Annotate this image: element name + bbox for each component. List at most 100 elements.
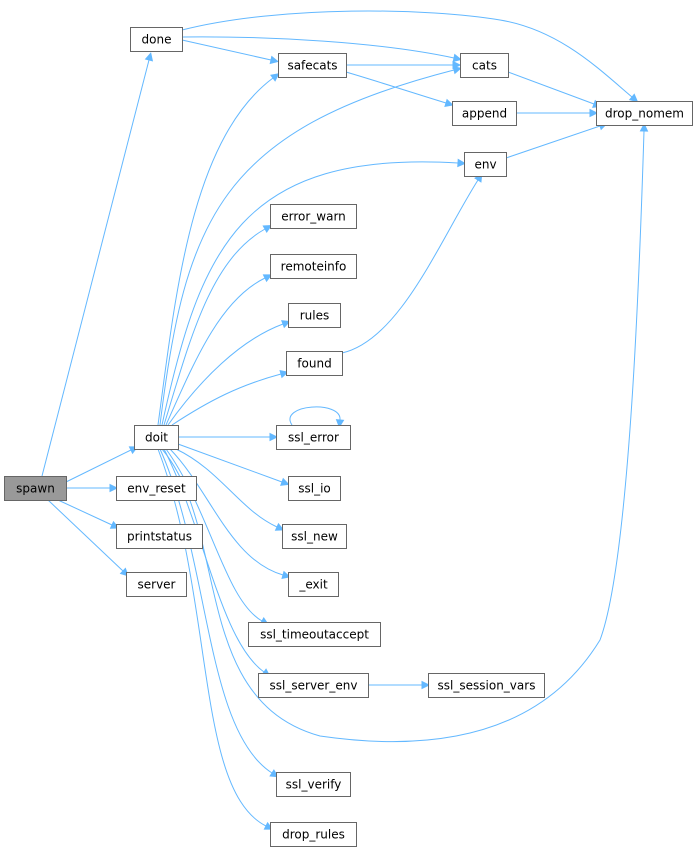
node-spawn[interactable]: spawn: [4, 476, 67, 501]
node-box: [278, 53, 347, 78]
node-safecats[interactable]: safecats: [278, 53, 347, 78]
node-ssl-error[interactable]: ssl_error: [276, 425, 351, 450]
node-box: [288, 303, 341, 328]
edges-layer: [41, 10, 649, 830]
node-box: [130, 27, 183, 52]
node-label: done: [142, 33, 172, 47]
node-ssl-verify[interactable]: ssl_verify: [276, 772, 351, 797]
edge-done-to-cats: [181, 36, 462, 63]
node-ssl-io[interactable]: ssl_io: [288, 476, 341, 501]
node-label: ssl_error: [288, 431, 339, 445]
edge-doit-to-safecats: [157, 73, 280, 426]
edge-doit-to-ssl-error: [178, 432, 279, 442]
node-ssl-server-env[interactable]: ssl_server_env: [258, 673, 369, 698]
node-box: [116, 476, 197, 501]
node-box: [460, 53, 509, 78]
node-box: [258, 673, 369, 698]
edge-doit-to-cats: [159, 65, 462, 426]
node-label: ssl_session_vars: [438, 679, 536, 693]
node-error-warn[interactable]: error_warn: [270, 204, 357, 229]
edge-doit-to-drop-nomem: [161, 122, 649, 743]
node-env[interactable]: env: [464, 152, 507, 177]
node-printstatus[interactable]: printstatus: [116, 524, 203, 549]
node-server[interactable]: server: [126, 572, 187, 597]
edge-safecats-to-cats: [346, 60, 462, 70]
node-label: server: [138, 578, 176, 592]
edge-found-to-env: [341, 173, 483, 354]
node-label: ssl_verify: [286, 778, 342, 792]
node-box: [134, 425, 179, 450]
node-drop-nomem[interactable]: drop_nomem: [596, 101, 693, 126]
edge-spawn-to-printstatus: [57, 499, 120, 529]
edge-doit-to-remoteinfo: [165, 274, 273, 426]
node-label: env: [474, 158, 496, 172]
node-box: [248, 622, 381, 647]
node-ssl-new[interactable]: ssl_new: [282, 524, 347, 549]
node-label: ssl_server_env: [270, 679, 358, 693]
node-box: [596, 101, 693, 126]
node-doit[interactable]: doit: [134, 425, 179, 450]
node-label: printstatus: [127, 530, 192, 544]
node-label: ssl_io: [298, 482, 331, 496]
edge-append-to-drop-nomem: [516, 108, 599, 118]
node-box: [428, 673, 545, 698]
edge-doit-to-env: [161, 158, 467, 426]
node-done[interactable]: done: [130, 27, 183, 52]
node-label: found: [297, 357, 331, 371]
edge-doit-to-error-warn: [163, 225, 273, 426]
node-box: [452, 101, 517, 126]
node-ssl-session-vars[interactable]: ssl_session_vars: [428, 673, 545, 698]
node-box: [286, 351, 343, 376]
node-box: [288, 572, 339, 597]
node-rules[interactable]: rules: [288, 303, 341, 328]
edge-doit-to-ssl-io: [177, 443, 290, 486]
node-box: [126, 572, 187, 597]
node-box: [288, 476, 341, 501]
node-box: [282, 524, 347, 549]
edge-safecats-to-append: [345, 71, 454, 107]
node-box: [116, 524, 203, 549]
node-found[interactable]: found: [286, 351, 343, 376]
node-label: cats: [472, 59, 497, 73]
node-box: [270, 822, 357, 847]
edge-spawn-to-env-reset: [66, 483, 119, 493]
node-label: remoteinfo: [281, 260, 347, 274]
edge-spawn-to-done: [41, 52, 154, 477]
node-box: [4, 476, 67, 501]
node-label: ssl_new: [291, 530, 338, 544]
edge-ssl-error-to-ssl-error: [289, 406, 345, 429]
node-label: _exit: [298, 578, 328, 592]
node-label: ssl_timeoutaccept: [260, 628, 369, 642]
node-box: [276, 772, 351, 797]
node-ssl-timeoutaccept[interactable]: ssl_timeoutaccept: [248, 622, 381, 647]
node-box: [276, 425, 351, 450]
edge-ssl-server-env-to-ssl-session-vars: [368, 680, 431, 690]
edge-done-to-safecats: [181, 39, 279, 65]
node-label: error_warn: [281, 210, 346, 224]
node--exit[interactable]: _exit: [288, 572, 339, 597]
node-label: env_reset: [127, 482, 186, 496]
edge-cats-to-drop-nomem: [507, 71, 602, 108]
node-label: spawn: [16, 482, 55, 496]
node-label: drop_nomem: [605, 107, 684, 121]
node-box: [270, 204, 357, 229]
edge-done-to-drop-nomem: [181, 10, 639, 103]
edge-doit-to-rules: [167, 320, 291, 426]
node-label: rules: [300, 309, 330, 323]
node-cats[interactable]: cats: [460, 53, 509, 78]
edge-doit-to--exit: [169, 448, 291, 580]
node-append[interactable]: append: [452, 101, 517, 126]
node-label: doit: [145, 431, 168, 445]
edge-env-to-drop-nomem: [505, 122, 608, 159]
node-env-reset[interactable]: env_reset: [116, 476, 197, 501]
node-remoteinfo[interactable]: remoteinfo: [270, 254, 357, 279]
node-label: append: [462, 107, 507, 121]
node-box: [270, 254, 357, 279]
edge-doit-to-ssl-new: [175, 448, 285, 531]
node-label: drop_rules: [282, 828, 345, 842]
node-label: safecats: [287, 59, 337, 73]
node-box: [464, 152, 507, 177]
nodes-layer: spawn doit env_reset printstatus server done s…: [4, 27, 693, 847]
node-drop-rules[interactable]: drop_rules: [270, 822, 357, 847]
